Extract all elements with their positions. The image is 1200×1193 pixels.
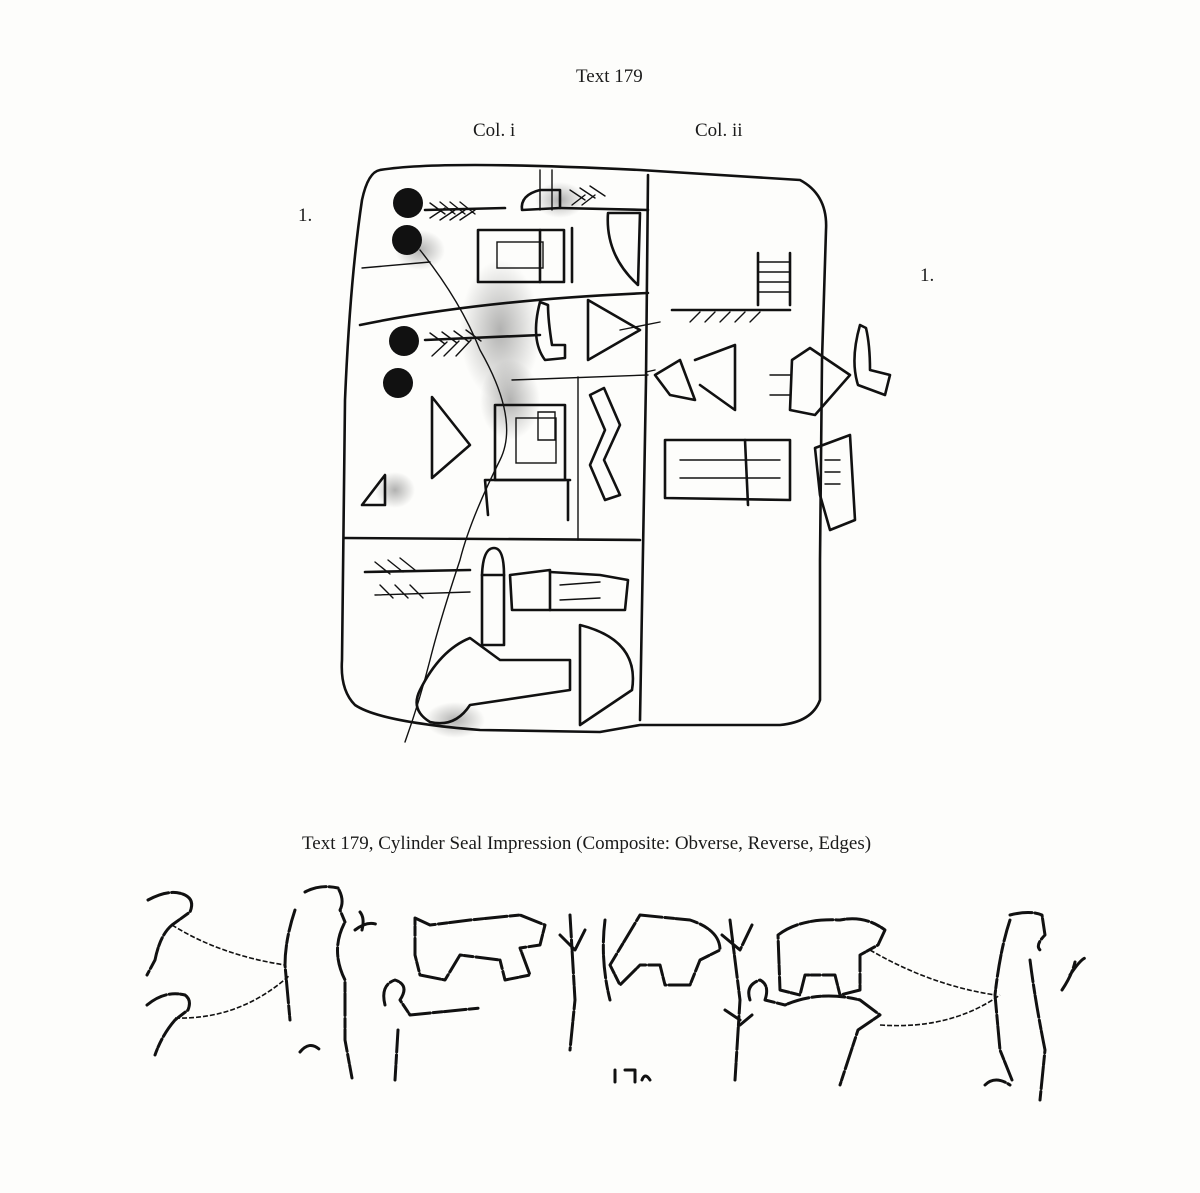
column-label-i: Col. i xyxy=(473,120,516,141)
seal-caption: Text 179, Cylinder Seal Impression (Comp… xyxy=(302,833,872,854)
page-title: Text 179 xyxy=(576,66,643,87)
column-label-ii: Col. ii xyxy=(695,120,743,141)
line-marker-col-ii: 1. xyxy=(920,265,935,286)
line-marker-col-i: 1. xyxy=(298,205,313,226)
